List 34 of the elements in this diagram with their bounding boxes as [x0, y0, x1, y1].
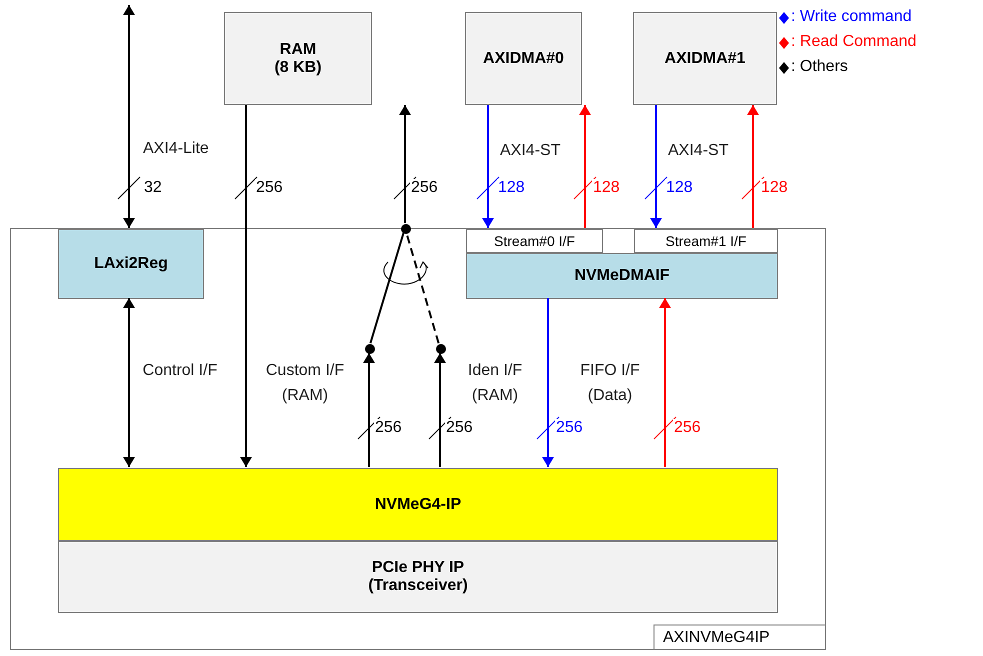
module-box: RAM (8 KB) — [224, 12, 372, 105]
junction-dot — [365, 344, 375, 354]
connector-arrow — [579, 105, 591, 228]
connector-arrow — [482, 105, 494, 228]
interface-label: Control I/F — [142, 361, 218, 381]
bus-name-label: AXI4-ST — [668, 141, 730, 161]
module-box: NVMeDMAIF — [466, 253, 778, 299]
bus-name-label: AXI4-Lite — [143, 139, 210, 159]
switch-line — [405, 232, 440, 344]
port-box: Stream#1 I/F — [634, 229, 778, 253]
junction-dot — [401, 224, 411, 234]
module-box: LAxi2Reg — [58, 229, 204, 299]
block-name-label: AXINVMeG4IP — [662, 628, 771, 648]
connector-arrow — [747, 105, 759, 228]
interface-label: FIFO I/F (Data) — [579, 361, 641, 406]
connector-arrow — [399, 105, 411, 223]
port-box: Stream#0 I/F — [466, 229, 603, 253]
switch-line — [369, 232, 405, 344]
connector-arrow — [240, 105, 252, 467]
bus-name-label: AXI4-ST — [500, 141, 562, 161]
module-box: AXIDMA#1 — [633, 12, 777, 105]
connector-arrow — [123, 5, 135, 228]
connector-arrow — [434, 353, 446, 467]
core-block: NVMeG4-IP — [58, 468, 778, 541]
connector-arrow — [542, 298, 554, 467]
connector-arrow — [123, 298, 135, 467]
connector-arrow — [659, 298, 671, 467]
phy-block: PCIe PHY IP (Transceiver) — [58, 541, 778, 613]
interface-label: Custom I/F (RAM) — [264, 361, 346, 406]
module-box: AXIDMA#0 — [465, 12, 582, 105]
connector-arrow — [650, 105, 662, 228]
junction-dot — [436, 344, 446, 354]
interface-label: Iden I/F (RAM) — [466, 361, 524, 406]
connector-arrow — [363, 353, 375, 467]
